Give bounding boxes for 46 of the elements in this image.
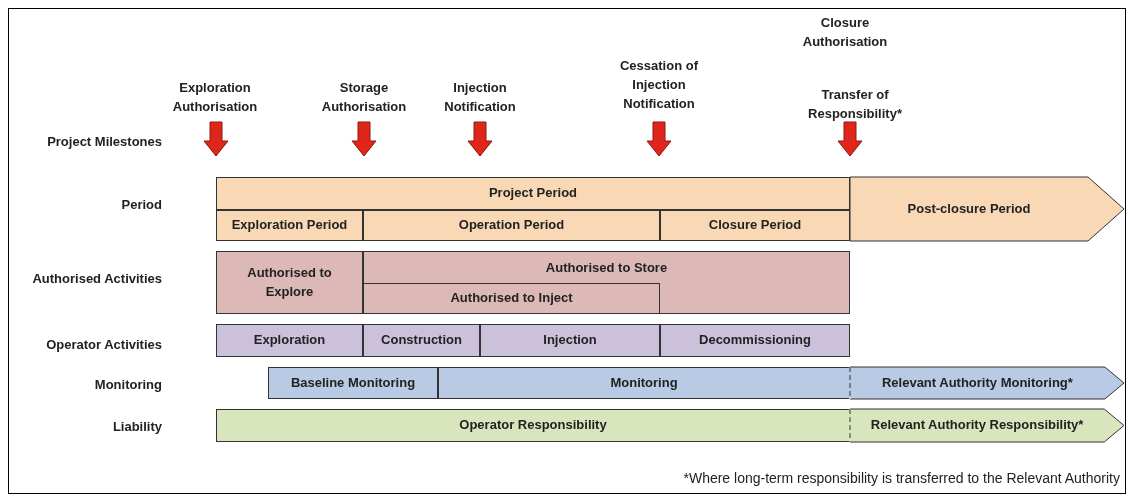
monitoring-arrow [850, 367, 1124, 399]
cell-label: Post-closure Period [907, 199, 1031, 218]
cell-label: Operation Period [458, 216, 565, 235]
period-box [216, 210, 363, 241]
row-label: Period [120, 196, 162, 214]
row-label: Monitoring [93, 376, 162, 394]
monitoring-box [268, 367, 438, 399]
period-arrow [850, 177, 1124, 241]
row-label: Operator Activities [45, 336, 162, 354]
row-label: Authorised Activities [31, 270, 162, 288]
period-box [216, 177, 850, 210]
activity-box [216, 324, 363, 357]
cell-label: Monitoring [610, 373, 678, 392]
cell-label: Closure Period [708, 216, 802, 235]
period-box [660, 210, 850, 241]
activity-box [660, 324, 850, 357]
milestone-label: Storage Authorisation [320, 79, 408, 116]
liability-arrow [850, 409, 1124, 442]
activity-box [216, 251, 363, 314]
row-label: Liability [111, 418, 162, 436]
cell-label: Construction [381, 331, 462, 350]
cell-label: Authorised to Store [545, 259, 668, 277]
cell-label: Authorised to Inject [450, 289, 573, 308]
cell-label: Exploration [253, 331, 326, 350]
cell-label: Project Period [488, 184, 578, 203]
cell-label: Exploration Period [231, 216, 348, 235]
activity-box [363, 283, 660, 314]
milestone-label: Injection Notification [443, 79, 517, 116]
milestone-label: Exploration Authorisation [171, 79, 259, 116]
cell-label: Relevant Authority Responsibility* [870, 416, 1084, 435]
cell-label: Decommissioning [699, 331, 811, 350]
activity-box [363, 251, 850, 314]
milestone-label: Closure Authorisation [801, 14, 889, 51]
activity-box [363, 324, 480, 357]
milestone-label: Transfer of Responsibility* [807, 86, 903, 123]
activity-box [480, 324, 660, 357]
milestone-label: Cessation of Injection Notification [619, 57, 699, 113]
cell-label: Baseline Monitoring [290, 373, 416, 392]
cell-label: Relevant Authority Monitoring* [881, 373, 1073, 392]
monitoring-box [438, 367, 850, 399]
cell-label: Operator Responsibility [459, 416, 607, 435]
cell-label: Injection [543, 331, 597, 350]
footnote: *Where long-term responsibility is transferred to the Relevant Authority [682, 469, 1120, 488]
row-label: Project Milestones [46, 133, 162, 151]
period-box [363, 210, 660, 241]
cell-label: Authorised to Explore [246, 263, 333, 301]
